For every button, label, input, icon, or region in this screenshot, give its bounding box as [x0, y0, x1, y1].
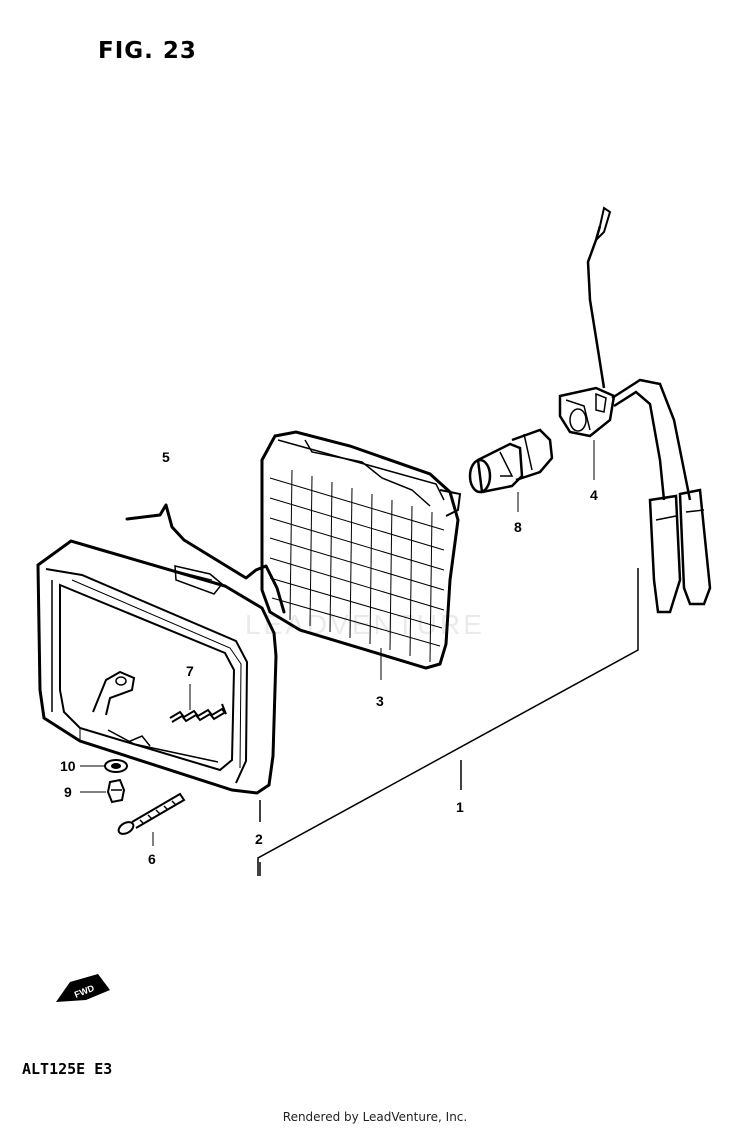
headlight-housing-part — [36, 539, 278, 795]
callout-1: 1 — [456, 799, 464, 815]
washer-part — [80, 759, 128, 773]
callout-9: 9 — [64, 784, 72, 800]
adjusting-spring-part — [169, 684, 227, 723]
screw-part — [117, 792, 186, 846]
model-code: ALT125E E3 — [22, 1060, 113, 1078]
forward-direction-badge: FWD — [56, 974, 110, 1002]
headlight-bulb-part — [468, 428, 554, 512]
bulb-socket-part — [558, 206, 712, 614]
nut-part — [80, 778, 126, 804]
callout-7: 7 — [186, 663, 194, 679]
callout-4: 4 — [590, 487, 598, 503]
callout-5: 5 — [162, 449, 170, 465]
headlight-lens-part — [260, 430, 462, 680]
footer-credit: Rendered by LeadVenture, Inc. — [282, 1110, 468, 1124]
assembly-leader-lines — [257, 568, 639, 876]
callout-8: 8 — [514, 519, 522, 535]
callout-3: 3 — [376, 693, 384, 709]
callout-2: 2 — [255, 831, 263, 847]
wire-clip-part — [125, 503, 286, 614]
figure-title: FIG. 23 — [98, 38, 197, 64]
callout-6: 6 — [148, 851, 156, 867]
callout-10: 10 — [60, 758, 76, 774]
